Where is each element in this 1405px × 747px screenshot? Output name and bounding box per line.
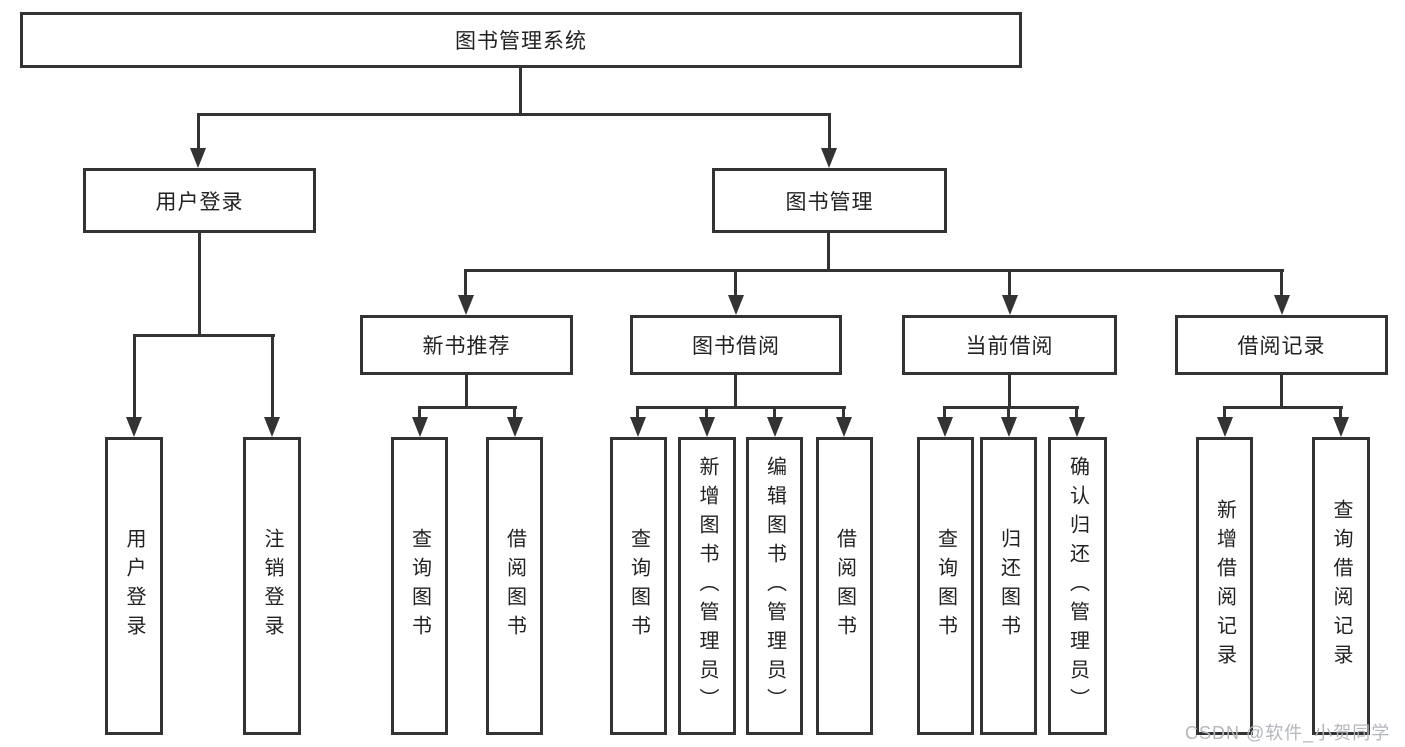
connector-vline xyxy=(1008,375,1011,408)
arrow-down-icon xyxy=(264,417,280,437)
leaf-cb-query-books: 查询图书 xyxy=(917,437,974,735)
connector-vline xyxy=(464,269,467,297)
connector-hline xyxy=(1223,406,1343,409)
leaf-bb-edit-books: 编辑图书（管理员） xyxy=(746,437,803,735)
arrow-down-icon xyxy=(1001,417,1017,437)
arrow-down-icon xyxy=(821,148,837,168)
arrow-down-icon xyxy=(767,417,783,437)
connector-hline xyxy=(197,113,831,116)
arrow-down-icon xyxy=(1069,417,1085,437)
connector-vline xyxy=(943,406,946,419)
connector-hline xyxy=(418,406,517,409)
connector-vline xyxy=(133,334,136,419)
arrow-down-icon xyxy=(1217,417,1233,437)
connector-hline xyxy=(464,269,1284,272)
node-borrowing-records: 借阅记录 xyxy=(1175,315,1388,375)
leaf-cb-return-books: 归还图书 xyxy=(980,437,1037,735)
leaf-br-query-record: 查询借阅记录 xyxy=(1312,437,1370,735)
arrow-down-icon xyxy=(836,417,852,437)
connector-vline xyxy=(197,113,200,150)
leaf-cb-confirm-return: 确认归还（管理员） xyxy=(1048,437,1107,735)
arrow-down-icon xyxy=(728,295,744,315)
connector-vline xyxy=(519,68,522,116)
node-root: 图书管理系统 xyxy=(20,12,1022,68)
leaf-user-login: 用户登录 xyxy=(105,437,163,735)
connector-vline xyxy=(636,406,639,419)
leaf-bb-query-books-label: 查询图书 xyxy=(627,528,650,644)
connector-vline xyxy=(828,113,831,150)
arrow-down-icon xyxy=(458,295,474,315)
connector-vline xyxy=(198,233,201,337)
leaf-bb-borrow-books-label: 借阅图书 xyxy=(833,528,856,644)
leaf-br-add-record: 新增借阅记录 xyxy=(1196,437,1253,735)
connector-vline xyxy=(734,269,737,297)
leaf-rec-borrow-books: 借阅图书 xyxy=(486,437,543,735)
leaf-cb-confirm-return-label: 确认归还（管理员） xyxy=(1066,455,1089,717)
arrow-down-icon xyxy=(126,417,142,437)
connector-vline xyxy=(465,375,468,408)
arrow-down-icon xyxy=(1274,295,1290,315)
leaf-logout-label: 注销登录 xyxy=(261,528,283,644)
connector-vline xyxy=(1339,406,1342,419)
node-book-borrowing: 图书借阅 xyxy=(630,315,842,375)
leaf-cb-query-books-label: 查询图书 xyxy=(934,528,957,644)
connector-hline xyxy=(133,334,275,337)
arrow-down-icon xyxy=(937,417,953,437)
connector-vline xyxy=(1223,406,1226,419)
node-new-book-recommend: 新书推荐 xyxy=(360,315,573,375)
connector-vline xyxy=(842,406,845,419)
connector-vline xyxy=(1280,269,1283,297)
node-user-login: 用户登录 xyxy=(83,168,316,233)
leaf-bb-borrow-books: 借阅图书 xyxy=(816,437,873,735)
connector-vline xyxy=(1075,406,1078,419)
arrow-down-icon xyxy=(630,417,646,437)
node-book-management: 图书管理 xyxy=(712,168,947,233)
connector-vline xyxy=(773,406,776,419)
connector-vline xyxy=(1007,406,1010,419)
connector-vline xyxy=(1008,269,1011,297)
connector-vline xyxy=(513,406,516,419)
connector-vline xyxy=(734,375,737,408)
leaf-bb-edit-books-label: 编辑图书（管理员） xyxy=(763,455,786,717)
connector-vline xyxy=(1280,375,1283,408)
arrow-down-icon xyxy=(190,148,206,168)
connector-vline xyxy=(418,406,421,419)
leaf-bb-query-books: 查询图书 xyxy=(610,437,667,735)
node-current-borrowing: 当前借阅 xyxy=(902,315,1117,375)
connector-vline xyxy=(271,334,274,419)
arrow-down-icon xyxy=(1333,417,1349,437)
leaf-bb-add-books-label: 新增图书（管理员） xyxy=(696,455,718,717)
leaf-rec-query-books-label: 查询图书 xyxy=(408,528,431,644)
connector-vline xyxy=(827,233,830,272)
leaf-rec-query-books: 查询图书 xyxy=(391,437,448,735)
arrow-down-icon xyxy=(1002,295,1018,315)
leaf-user-login-label: 用户登录 xyxy=(123,528,145,644)
leaf-bb-add-books: 新增图书（管理员） xyxy=(678,437,736,735)
leaf-logout: 注销登录 xyxy=(243,437,301,735)
arrow-down-icon xyxy=(412,417,428,437)
leaf-cb-return-books-label: 归还图书 xyxy=(997,528,1020,644)
connector-hline xyxy=(636,406,846,409)
leaf-br-query-record-label: 查询借阅记录 xyxy=(1330,499,1352,673)
arrow-down-icon xyxy=(507,417,523,437)
csdn-watermark: CSDN @软件_小贺同学 xyxy=(1185,723,1391,743)
arrow-down-icon xyxy=(699,417,715,437)
connector-vline xyxy=(705,406,708,419)
leaf-rec-borrow-books-label: 借阅图书 xyxy=(503,528,526,644)
leaf-br-add-record-label: 新增借阅记录 xyxy=(1213,499,1236,673)
connector-hline xyxy=(943,406,1079,409)
